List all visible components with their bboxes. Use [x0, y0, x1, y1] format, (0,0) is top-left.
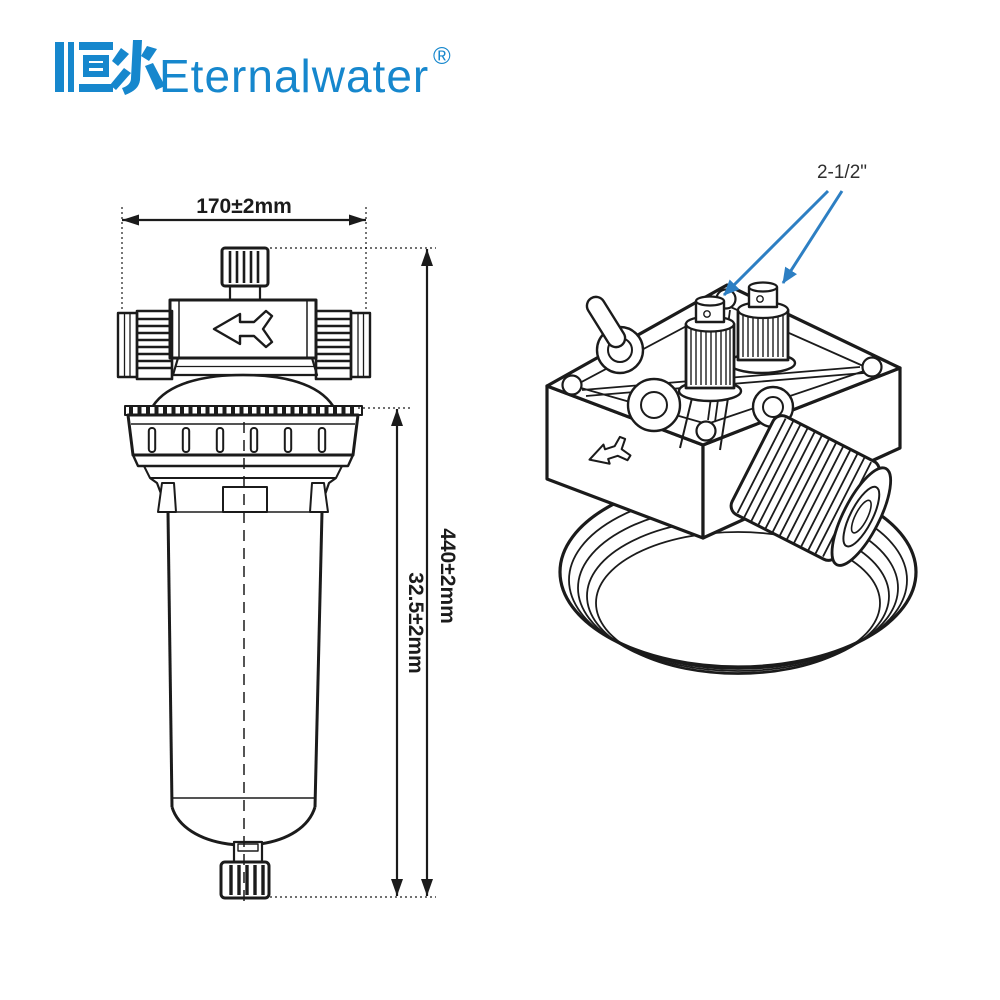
flow-arrow-emblem	[588, 435, 632, 465]
port-front	[677, 295, 743, 451]
callout-arrows	[722, 189, 844, 297]
brand-logo: Eternalwater ®	[55, 34, 515, 102]
outlet-port	[314, 309, 372, 381]
corner-boss	[561, 374, 583, 396]
bowl-shoulder	[149, 477, 337, 513]
dim-arrow-left	[122, 214, 139, 226]
iso-view-figure: 2-1/2"	[530, 148, 970, 696]
flow-arrow-icon	[212, 309, 274, 349]
filter-bowl	[166, 511, 324, 847]
dim-bowl-height-label: 32.5±2mm	[404, 572, 427, 673]
filter-head	[168, 298, 318, 360]
port-rear	[727, 281, 797, 375]
inlet-port	[116, 309, 174, 381]
dim-width	[121, 207, 367, 315]
vertical-ports	[677, 281, 797, 451]
registered-mark: ®	[433, 43, 451, 70]
callout-arrow	[722, 189, 830, 297]
logo-cn-mark	[55, 40, 165, 95]
logo-text: Eternalwater	[159, 50, 429, 98]
port-boss	[626, 377, 682, 433]
corner-boss	[861, 356, 883, 378]
top-vent-knob	[220, 246, 270, 302]
port-size-label: 2-1/2"	[817, 162, 867, 183]
side-nut	[729, 414, 893, 567]
dim-total-height	[421, 249, 433, 896]
dim-arrow-right	[349, 214, 366, 226]
dim-width-label: 170±2mm	[196, 195, 292, 218]
head-dome	[151, 356, 335, 407]
dim-bowl-height	[391, 409, 403, 896]
corner-boss	[695, 420, 717, 442]
front-view-figure: 170±2mm 440±2mm 32.5±2mm	[100, 185, 460, 925]
callout-arrow	[781, 190, 844, 284]
drain-knob	[219, 840, 271, 900]
mount-tab	[585, 295, 627, 349]
dim-total-height-label: 440±2mm	[436, 528, 459, 624]
extension-lines	[270, 247, 436, 898]
